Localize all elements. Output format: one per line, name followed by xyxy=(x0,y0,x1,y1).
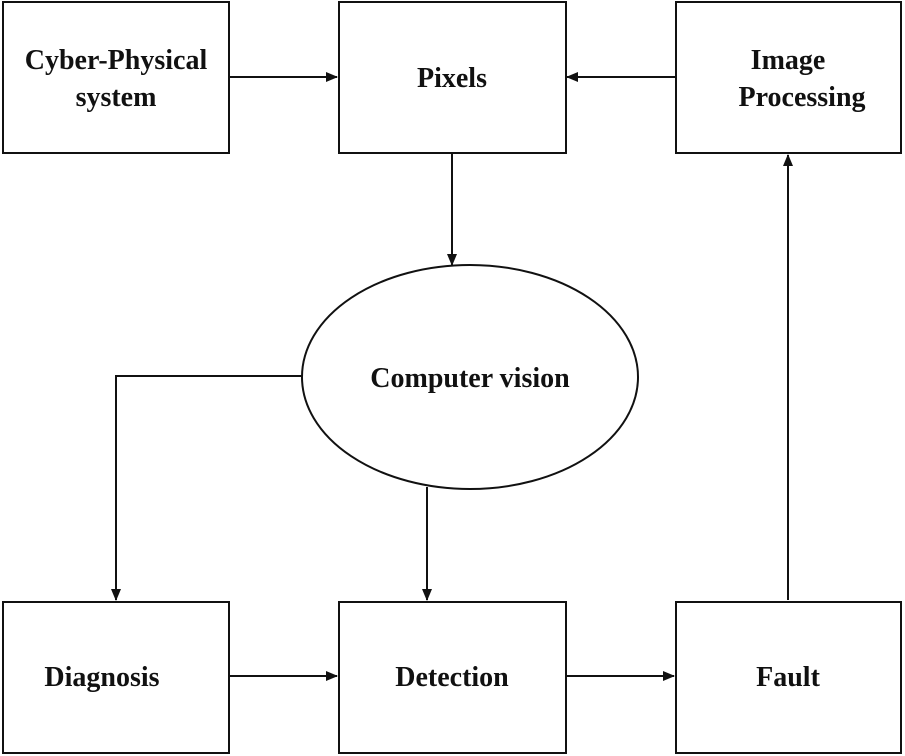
edge-computer-vision-to-diagnosis xyxy=(111,375,302,601)
node-pixels-label: Pixels xyxy=(417,63,487,94)
node-cyber-physical-line2: system xyxy=(76,82,157,113)
node-diagnosis-label: Diagnosis xyxy=(44,662,159,693)
node-image-processing: Image Processing xyxy=(675,1,902,154)
node-image-processing-line1: Image xyxy=(751,45,826,76)
node-cyber-physical-line1: Cyber-Physical xyxy=(25,45,208,76)
node-pixels: Pixels xyxy=(338,1,567,154)
node-fault: Fault xyxy=(675,601,902,754)
node-image-processing-line2: Processing xyxy=(738,82,865,113)
node-cyber-physical-system: Cyber-Physical system xyxy=(2,1,230,154)
node-diagnosis: Diagnosis xyxy=(2,601,230,754)
node-detection: Detection xyxy=(338,601,567,754)
node-computer-vision-label: Computer vision xyxy=(370,363,570,394)
node-computer-vision: Computer vision xyxy=(301,264,639,490)
node-fault-label: Fault xyxy=(756,662,820,693)
node-detection-label: Detection xyxy=(395,662,509,693)
